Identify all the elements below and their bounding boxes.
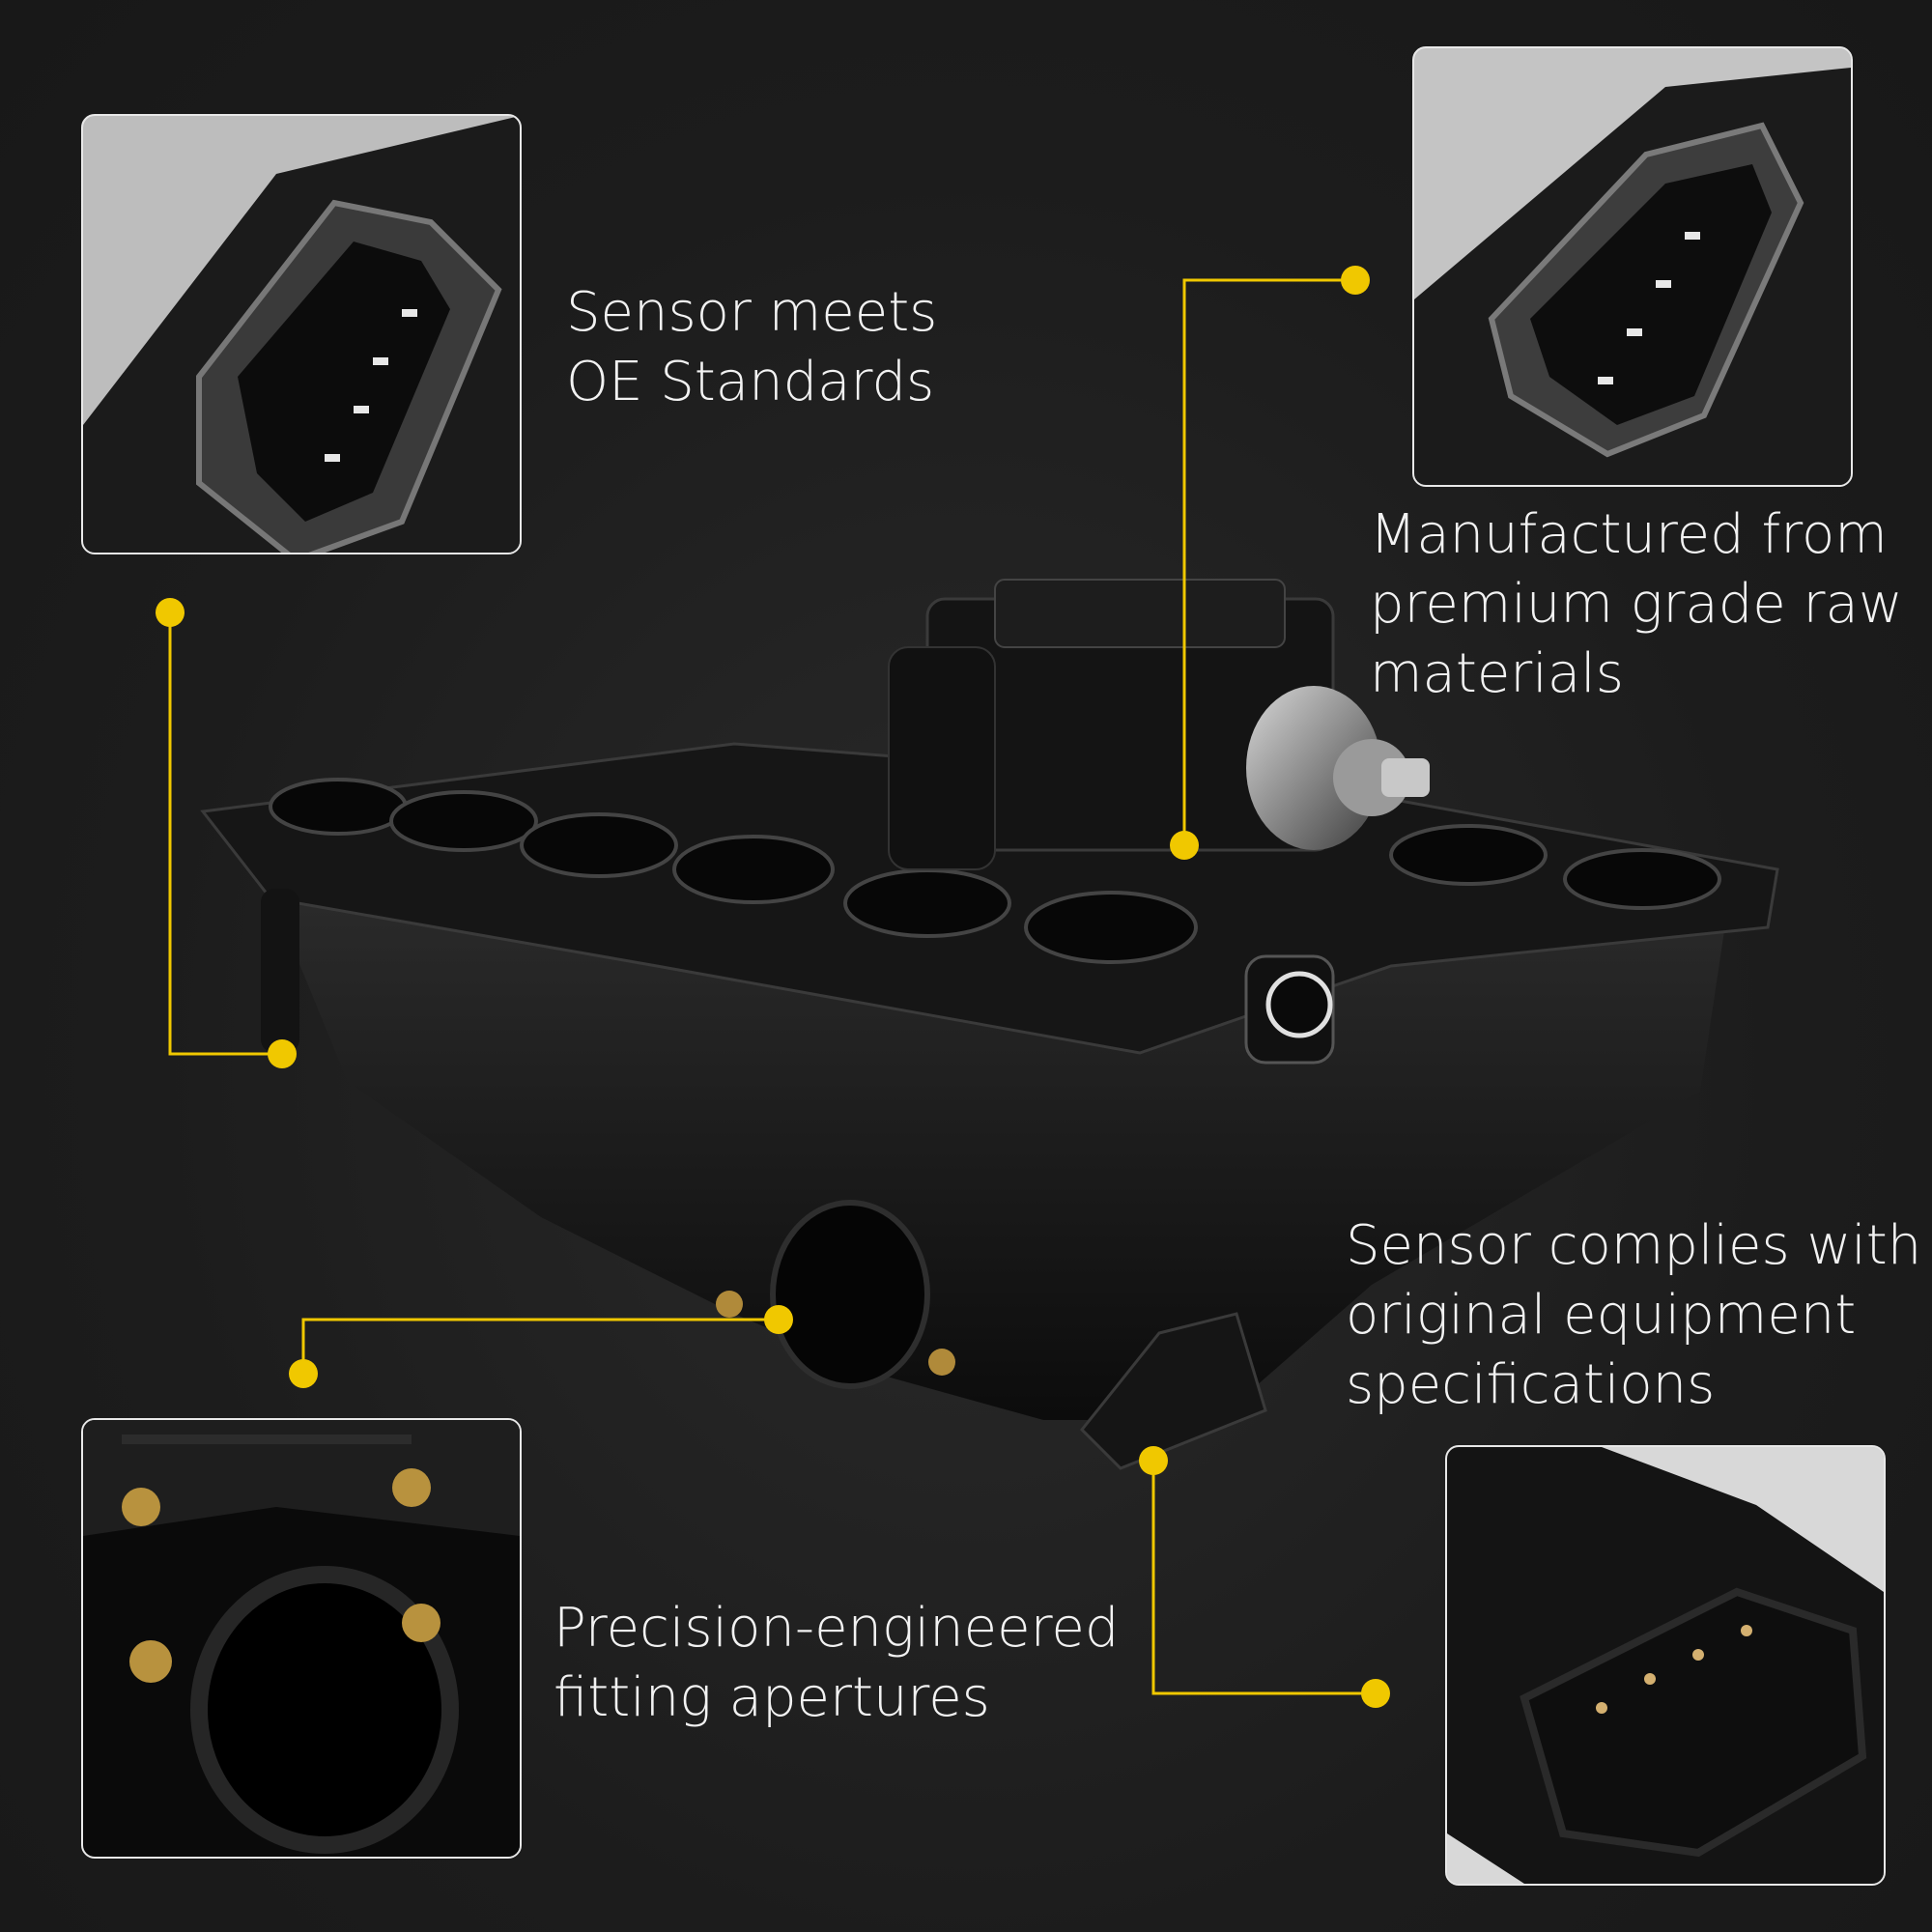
caption-line: fitting apertures [554, 1666, 990, 1729]
caption-line: specifications [1346, 1353, 1716, 1416]
inset-sensor-connector-top-left [81, 114, 522, 554]
inset-sensor-connector-top-right [1412, 46, 1853, 487]
electrical-connector-photo [1447, 1447, 1884, 1884]
caption-line: Precision-engineered [554, 1597, 1120, 1660]
sensor-connector-photo [1414, 48, 1851, 485]
caption-line: premium grade raw [1370, 573, 1903, 636]
caption-line: OE Standards [566, 351, 935, 413]
inset-electrical-connector-bottom-right [1445, 1445, 1886, 1886]
caption-line: original equipment [1346, 1284, 1857, 1347]
caption-line: materials [1370, 642, 1624, 705]
caption-line: Sensor complies with [1346, 1214, 1922, 1277]
caption-materials: Manufactured from premium grade raw mate… [1370, 500, 1903, 709]
caption-specifications: Sensor complies with original equipment … [1346, 1211, 1921, 1420]
caption-oe-standards: Sensor meets OE Standards [566, 278, 937, 417]
fitting-aperture-photo [83, 1420, 520, 1857]
sensor-connector-photo [83, 116, 520, 553]
inset-fitting-aperture-bottom-left [81, 1418, 522, 1859]
caption-line: Manufactured from [1370, 503, 1888, 566]
caption-line: Sensor meets [566, 281, 938, 344]
caption-apertures: Precision-engineered fitting apertures [554, 1594, 1119, 1733]
